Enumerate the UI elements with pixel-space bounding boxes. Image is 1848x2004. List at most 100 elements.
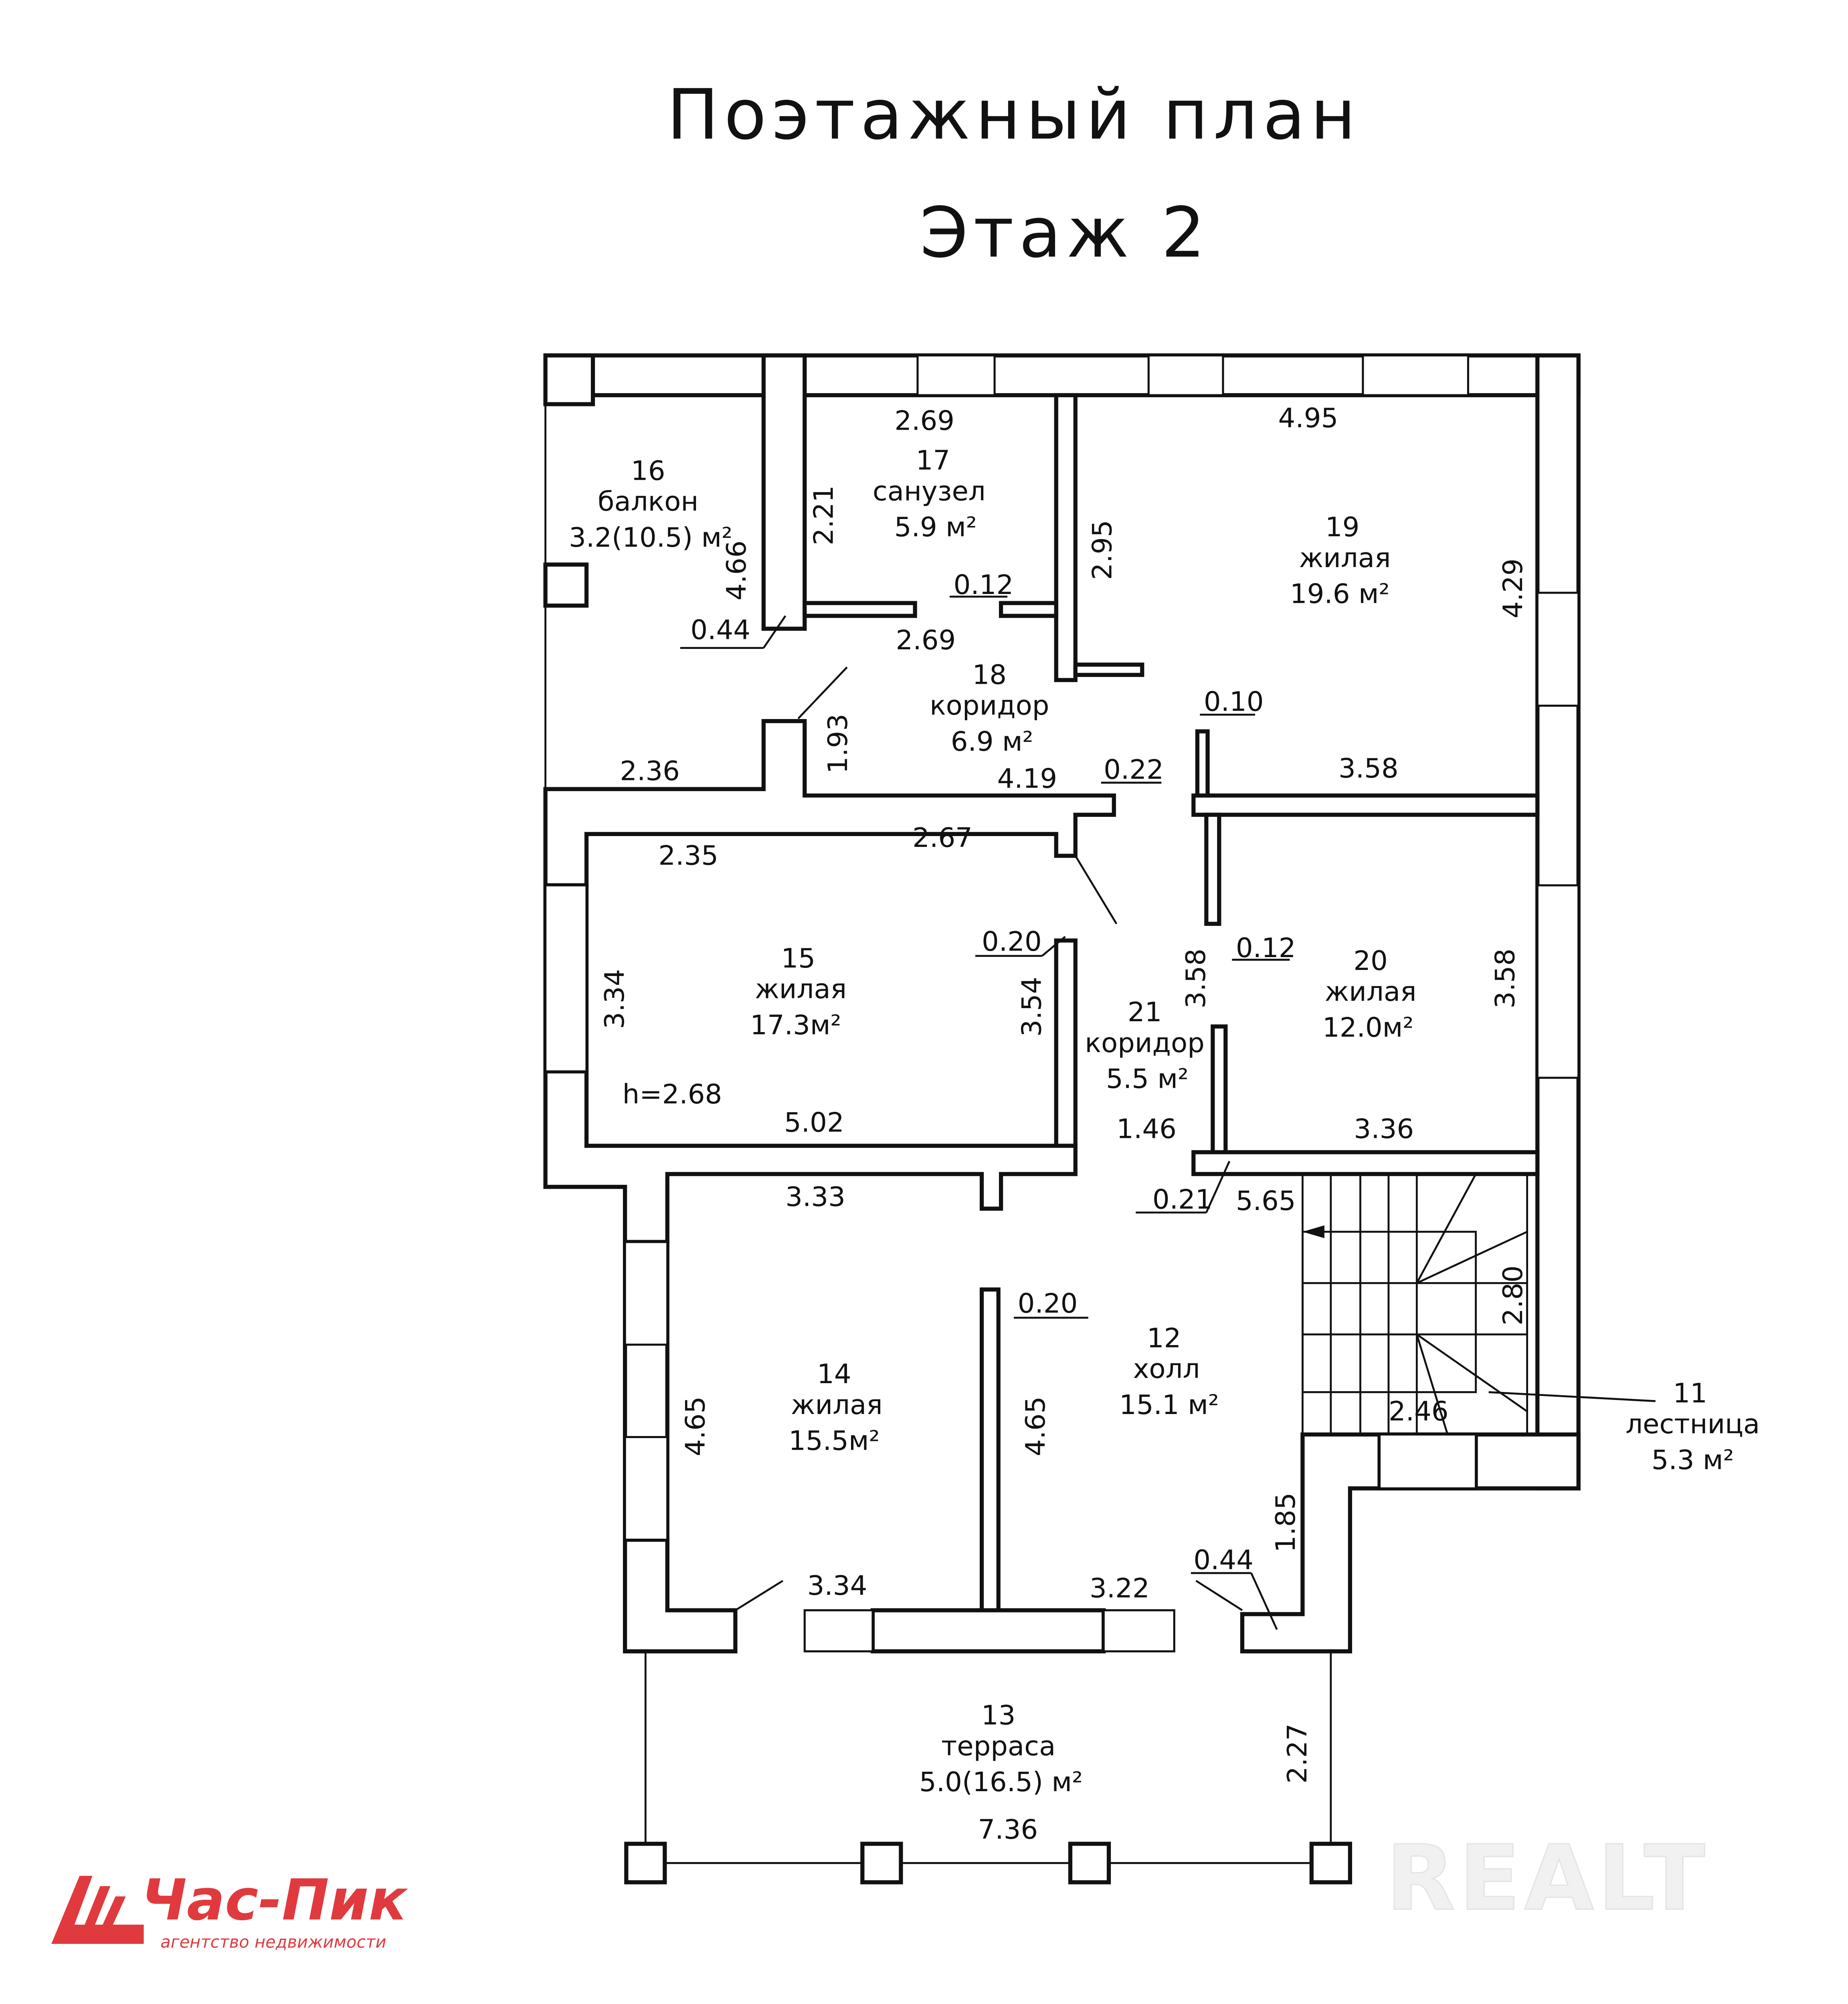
dimension-label: 3.36 bbox=[1354, 1113, 1414, 1145]
dimension-label: коридор bbox=[1085, 1027, 1204, 1059]
dimension-label: 4.29 bbox=[1497, 558, 1529, 618]
dimension-label: 17.3м² bbox=[750, 1009, 841, 1040]
staircase bbox=[1301, 1173, 1656, 1436]
dimension-label: 3.54 bbox=[1016, 977, 1047, 1037]
dimension-label: 3.58 bbox=[1490, 949, 1521, 1009]
dimension-label: жилая bbox=[1299, 542, 1391, 574]
dimension-label: 0.21 bbox=[1152, 1184, 1213, 1215]
dimension-label: 2.27 bbox=[1282, 1723, 1313, 1784]
dimension-label: 5.9 м² bbox=[894, 511, 977, 543]
dimension-label: жилая bbox=[791, 1389, 883, 1420]
dimension-label: 0.20 bbox=[1018, 1288, 1078, 1319]
dimension-label: 17 bbox=[916, 445, 950, 476]
dimension-label: 0.44 bbox=[1193, 1544, 1254, 1576]
logo-name: Час-Пик bbox=[141, 1867, 408, 1933]
dimension-label: 7.36 bbox=[978, 1814, 1038, 1845]
dimension-label: жилая bbox=[1325, 976, 1417, 1007]
dimension-label: 2.67 bbox=[912, 822, 973, 853]
floor-subtitle: Этаж 2 bbox=[920, 192, 1211, 273]
dimension-label: 15 bbox=[781, 943, 815, 974]
dimension-label: 21 bbox=[1128, 996, 1162, 1028]
dimension-label: 11 bbox=[1673, 1378, 1707, 1409]
dimension-label: санузел bbox=[873, 476, 986, 507]
dimension-label: 0.12 bbox=[954, 569, 1014, 600]
dimension-label: 5.5 м² bbox=[1106, 1063, 1189, 1095]
dimension-label: 2.95 bbox=[1086, 520, 1118, 580]
page-title: Поэтажный план bbox=[667, 75, 1361, 155]
dimension-label: 4.66 bbox=[721, 541, 752, 601]
dimension-label: 4.19 bbox=[997, 763, 1057, 794]
dimension-label: терраса bbox=[941, 1730, 1055, 1762]
dimension-label: 3.58 bbox=[1338, 753, 1399, 784]
dimension-label: 19 bbox=[1325, 511, 1360, 543]
dimension-label: 5.3 м² bbox=[1652, 1444, 1734, 1475]
dimension-label: 1.93 bbox=[822, 714, 853, 774]
dimension-label: 1.85 bbox=[1270, 1493, 1301, 1553]
dimension-label: 18 bbox=[972, 659, 1007, 690]
dimension-label: 0.10 bbox=[1204, 686, 1264, 717]
dimension-label: 4.95 bbox=[1278, 402, 1338, 434]
dimension-label: h=2.68 bbox=[623, 1079, 722, 1110]
dimension-label: 2.21 bbox=[808, 485, 839, 545]
dimension-label: 2.80 bbox=[1497, 1265, 1529, 1325]
dimension-label: 3.58 bbox=[1180, 949, 1211, 1009]
dimension-label: 15.1 м² bbox=[1119, 1389, 1219, 1420]
stair-arrow-icon bbox=[1302, 1225, 1324, 1238]
logo-tagline: агентство недвижимости bbox=[160, 1932, 386, 1952]
dimension-label: 0.20 bbox=[982, 926, 1042, 957]
dimension-label: 3.2(10.5) м² bbox=[569, 522, 732, 553]
dimension-label: жилая bbox=[755, 974, 847, 1005]
dimension-label: 3.33 bbox=[785, 1181, 845, 1212]
dimension-label: 2.46 bbox=[1389, 1396, 1449, 1427]
logo-mark-icon bbox=[51, 1876, 144, 1944]
dimension-label: коридор bbox=[930, 690, 1049, 721]
terrace bbox=[624, 1651, 1352, 1885]
dimension-label: холл bbox=[1133, 1353, 1200, 1384]
dimension-label: 13 bbox=[981, 1700, 1016, 1731]
dimension-label: 0.44 bbox=[690, 614, 750, 645]
realt-watermark: REALT bbox=[1386, 1826, 1709, 1931]
dimension-label: 15.5м² bbox=[789, 1425, 880, 1456]
dimension-label: 2.69 bbox=[896, 624, 956, 656]
dimension-label: 0.22 bbox=[1104, 754, 1164, 785]
dimension-label: 3.22 bbox=[1090, 1573, 1150, 1604]
dimension-label: 1.46 bbox=[1116, 1113, 1177, 1145]
dimension-label: 3.34 bbox=[599, 969, 630, 1029]
dimension-label: 5.0(16.5) м² bbox=[919, 1766, 1083, 1798]
dimension-label: 20 bbox=[1353, 945, 1388, 976]
dimension-label: 4.65 bbox=[680, 1396, 711, 1457]
dimensions: 2.69 4.95 2.21 2.95 4.29 4.66 0.44 0.12 … bbox=[599, 402, 1529, 1845]
dimension-label: 4.65 bbox=[1020, 1396, 1051, 1457]
dimension-label: лестница bbox=[1626, 1408, 1760, 1440]
dimension-label: 2.36 bbox=[620, 755, 680, 786]
doors bbox=[735, 663, 1243, 1611]
dimension-label: 14 bbox=[817, 1358, 851, 1390]
dimension-label: 5.02 bbox=[784, 1107, 844, 1138]
dimension-label: 0.12 bbox=[1236, 932, 1296, 964]
dimension-label: 12.0м² bbox=[1322, 1012, 1413, 1043]
floor-plan: Поэтажный план Этаж 2 bbox=[51, 75, 1760, 1952]
dimension-label: балкон bbox=[598, 486, 698, 517]
dimension-label: 3.34 bbox=[807, 1570, 867, 1601]
dimension-label: 2.35 bbox=[658, 840, 718, 871]
dimension-label: 5.65 bbox=[1236, 1185, 1296, 1216]
dimension-label: 12 bbox=[1147, 1322, 1181, 1354]
dimension-label: 6.9 м² bbox=[951, 726, 1033, 757]
column bbox=[543, 353, 595, 406]
column bbox=[543, 562, 589, 608]
chas-pik-logo: Час-Пик агентство недвижимости bbox=[51, 1867, 408, 1952]
dimension-label: 2.69 bbox=[894, 405, 954, 436]
dimension-label: 16 bbox=[631, 455, 665, 486]
